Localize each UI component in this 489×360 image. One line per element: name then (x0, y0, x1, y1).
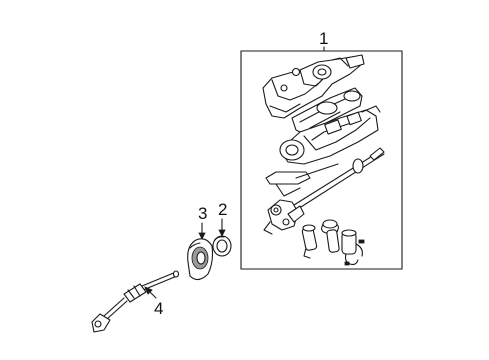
intermediate-shaft-part-4 (91, 270, 180, 333)
connector-harness (341, 229, 365, 266)
callout-4-label: 4 (154, 299, 163, 318)
ignition-switch (301, 224, 318, 259)
tilt-head (279, 105, 381, 165)
key-lock-cylinder (321, 219, 340, 253)
callout-3-label: 3 (198, 204, 207, 223)
callout-2-label: 2 (218, 200, 227, 219)
callout-1-label: 1 (319, 29, 328, 48)
callout-2: 2 (218, 200, 227, 237)
bushing-part-2 (212, 235, 232, 257)
intermediate-joint (263, 199, 305, 235)
seal-part-3 (187, 238, 214, 281)
callout-1: 1 (319, 29, 328, 52)
column-housing-middle (291, 87, 363, 135)
callout-3: 3 (198, 204, 207, 240)
steering-shaft (265, 147, 385, 215)
assembly-box (240, 50, 403, 270)
column-housing-upper (262, 54, 365, 119)
callout-4: 4 (144, 286, 163, 318)
